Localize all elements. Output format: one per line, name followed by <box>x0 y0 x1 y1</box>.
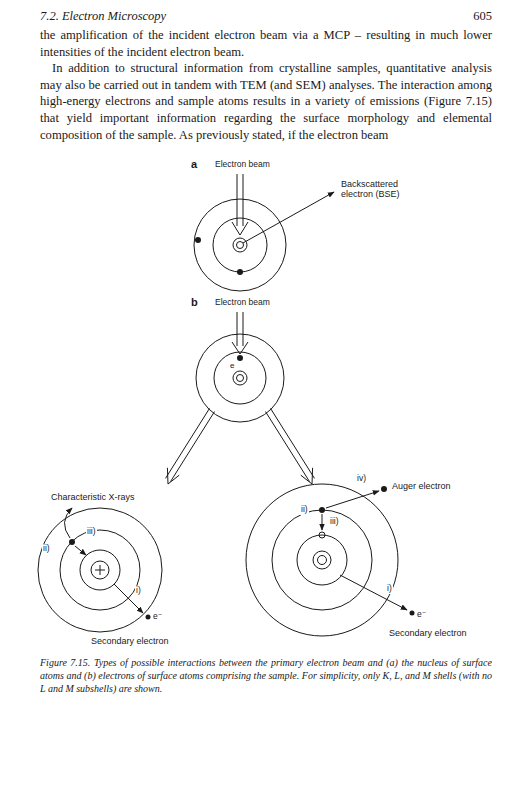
transition-path <box>322 514 323 530</box>
beam-label: Electron beam <box>214 160 271 170</box>
nucleus-core <box>318 556 327 565</box>
step-label: i) <box>135 586 142 596</box>
bse-path <box>243 192 334 243</box>
branch-arrow <box>166 408 215 484</box>
inner-shell <box>214 352 266 404</box>
nucleus <box>313 551 331 569</box>
electron <box>69 539 75 545</box>
step-label: iv) <box>356 474 367 484</box>
electron <box>410 611 415 616</box>
electron <box>146 615 151 620</box>
outer-shell <box>194 199 286 291</box>
electron <box>319 507 325 513</box>
emission-label: Secondary electron <box>90 636 170 646</box>
body-text: the amplification of the incident electr… <box>40 27 492 143</box>
nucleus <box>233 371 247 385</box>
body-paragraph: the amplification of the incident electr… <box>40 27 492 60</box>
emission-label: Characteristic X-rays <box>50 492 136 502</box>
inner-shell <box>297 535 347 585</box>
electron-label: e⁻ <box>152 612 163 622</box>
panel-letter: b <box>190 296 199 309</box>
running-head: 7.2. Electron Microscopy <box>40 9 166 23</box>
xray-path <box>64 508 72 538</box>
panel-letter: a <box>190 158 198 171</box>
nucleus-plus <box>95 565 105 575</box>
outer-shell <box>38 508 162 632</box>
electron <box>237 355 243 361</box>
electron <box>237 269 243 275</box>
electron-label: e <box>229 361 235 370</box>
figure-caption: Figure 7.15. Types of possible interacti… <box>40 656 492 695</box>
secondary-path <box>114 584 143 613</box>
auger-path <box>326 491 379 508</box>
step-label: iii) <box>329 517 340 527</box>
beam-arrow <box>232 174 248 235</box>
electron <box>195 237 201 243</box>
emission-label: Secondary electron <box>388 628 468 638</box>
middle-shell <box>272 510 372 610</box>
branch-arrow <box>266 408 315 484</box>
electron-label: e⁻ <box>416 610 427 620</box>
page-number: 605 <box>473 9 492 23</box>
beam-label: Electron beam <box>214 298 271 308</box>
beam-arrow <box>232 312 248 354</box>
nucleus-core <box>237 242 244 249</box>
step-label: ii) <box>42 544 51 554</box>
nucleus-core <box>237 375 244 382</box>
transition-path <box>75 546 86 555</box>
outer-shell <box>246 484 398 636</box>
nucleus <box>91 561 109 579</box>
emission-label: Backscattered electron (BSE) <box>340 179 420 200</box>
secondary-path <box>340 575 407 610</box>
emission-label: Auger electron <box>391 481 452 491</box>
electron <box>381 486 387 492</box>
step-label: i) <box>386 584 393 594</box>
body-paragraph: In addition to structural information fr… <box>40 60 492 143</box>
nucleus <box>233 238 247 252</box>
inner-shell <box>213 218 267 272</box>
electron-hole <box>319 532 325 538</box>
step-label: ii) <box>300 505 309 515</box>
step-label: iii) <box>86 527 97 537</box>
